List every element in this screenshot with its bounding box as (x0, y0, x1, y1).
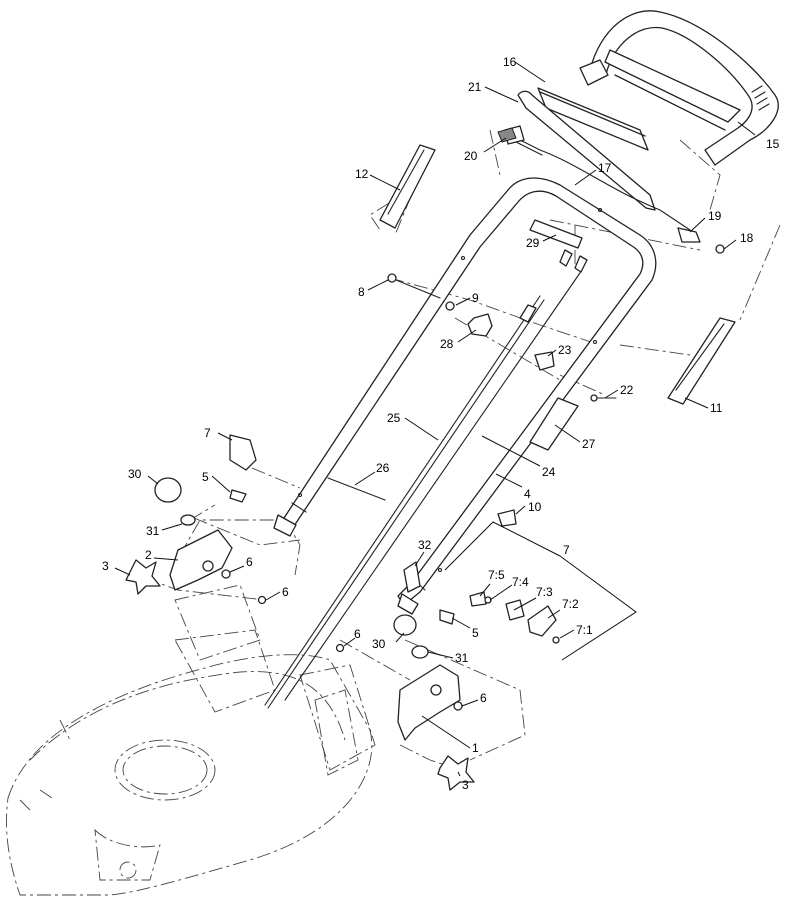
callout-labels: 16 21 20 17 15 19 18 12 29 8 9 28 23 22 … (102, 55, 780, 792)
callout-18: 18 (740, 231, 754, 245)
callout-11: 11 (710, 401, 723, 415)
callout-17: 17 (598, 161, 612, 175)
callout-7-2: 7:2 (562, 597, 579, 611)
callout-7-1: 7:1 (576, 623, 593, 637)
callout-7-left: 7 (204, 426, 211, 440)
callout-6-b: 6 (282, 585, 289, 599)
callout-12: 12 (355, 167, 369, 181)
inner-rods (264, 249, 588, 709)
leader-lines (114, 61, 756, 777)
callout-30-right: 30 (372, 637, 386, 651)
callout-31-right: 31 (455, 651, 469, 665)
callout-27: 27 (582, 437, 596, 451)
callout-7-group: 7 (563, 543, 570, 557)
callout-8: 8 (358, 285, 365, 299)
callout-7-4: 7:4 (512, 575, 529, 589)
callout-4: 4 (524, 487, 531, 501)
callout-2: 2 (145, 548, 152, 562)
callout-6-c: 6 (354, 627, 361, 641)
hardware (327, 219, 617, 593)
callout-5-right: 5 (472, 626, 479, 640)
callout-23: 23 (558, 343, 572, 357)
mower-deck-outline (6, 584, 376, 896)
bail-bar (517, 87, 656, 211)
callout-32: 32 (418, 538, 432, 552)
callout-25: 25 (387, 411, 401, 425)
callout-9: 9 (472, 291, 479, 305)
callout-6-a: 6 (246, 555, 253, 569)
callout-19: 19 (708, 209, 722, 223)
upper-handle (579, 10, 779, 166)
callout-30-left: 30 (128, 467, 142, 481)
callout-28: 28 (440, 337, 454, 351)
left-bracket-assembly (125, 434, 267, 605)
callout-31-left: 31 (146, 524, 160, 538)
control-cable (497, 125, 725, 254)
callout-15: 15 (766, 137, 780, 151)
side-clips (379, 144, 736, 405)
callout-26: 26 (376, 461, 390, 475)
callout-1: 1 (472, 741, 479, 755)
callout-5-left: 5 (202, 470, 209, 484)
callout-7-3: 7:3 (536, 585, 553, 599)
callout-22: 22 (620, 383, 634, 397)
right-bracket-assembly (335, 591, 560, 791)
callout-24: 24 (542, 465, 556, 479)
callout-20: 20 (464, 149, 478, 163)
callout-10: 10 (528, 500, 542, 514)
handle-tube (273, 177, 657, 615)
callout-6-d: 6 (480, 691, 487, 705)
callout-3-left: 3 (102, 559, 109, 573)
callout-16: 16 (503, 55, 517, 69)
callout-7-5: 7:5 (488, 568, 505, 582)
callout-29: 29 (526, 236, 540, 250)
callout-3-right: 3 (462, 778, 469, 792)
callout-21: 21 (468, 80, 482, 94)
